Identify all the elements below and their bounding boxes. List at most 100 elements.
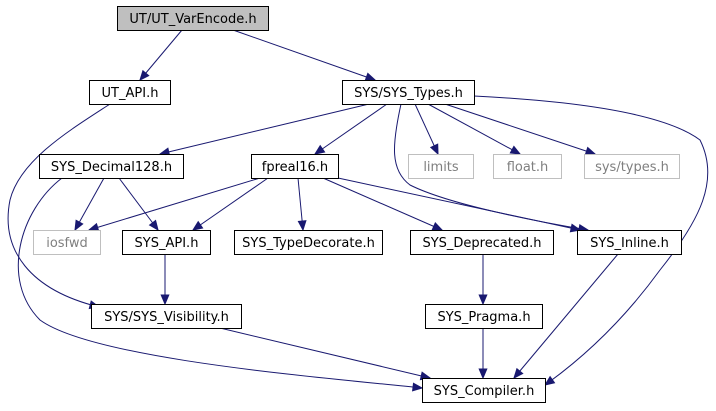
node-label: float.h [507,160,549,175]
arrowhead [431,222,444,231]
node-box [122,230,211,255]
node-iosfwd: iosfwd [33,230,101,255]
edge-fpreal16-to-sys_deprecated [322,177,444,231]
node-box [584,154,680,179]
arrowhead [509,145,522,155]
edge-sys_inline-to-sys_compiler [513,253,619,379]
node-float_h: float.h [493,154,562,179]
node-box [422,378,546,403]
edge-line [192,177,269,231]
node-sys_types_sys: sys/types.h [584,154,680,179]
arrowhead [513,367,524,379]
arrowhead [429,143,439,156]
node-ut_api[interactable]: UT_API.h [89,80,171,105]
node-sys_compiler[interactable]: SYS_Compiler.h [422,378,546,403]
arrowhead [313,144,326,155]
node-box [117,6,269,31]
nodes-layer: UT/UT_VarEncode.hUT_API.h SYS/SYS_Types.h… [33,6,682,403]
node-label: limits [423,160,459,175]
node-box [234,230,383,255]
edge-sys_types-to-float_h [427,103,522,155]
node-label: SYS_Deprecated.h [422,236,541,251]
node-label: SYS_Inline.h [590,236,669,251]
edge-sys_deprecated-to-sys_pragma [478,254,488,306]
node-sys_inline[interactable]: SYS_Inline.h [577,230,682,255]
node-box [251,154,339,179]
node-box [342,80,475,105]
edge-line [74,177,105,231]
edge-sys_types-to-sys_compiler [473,95,709,386]
edge-sys_pragma-to-sys_compiler [478,328,488,380]
edge-line [444,103,596,155]
arrowhead [148,219,159,232]
edge-line [473,95,709,386]
node-box [91,304,242,329]
edge-ut_varencode-to-sys_types [232,29,377,82]
node-box [39,154,184,179]
edge-line [88,177,261,231]
node-box [425,304,543,329]
edge-fpreal16-to-iosfwd [87,177,261,232]
node-box [410,230,554,255]
node-sys_types[interactable]: SYS/SYS_Types.h [342,80,475,105]
edge-sys_decimal128-to-iosfwd [74,177,105,232]
node-sys_typedecorate[interactable]: SYS_TypeDecorate.h [234,230,383,255]
node-label: SYS/SYS_Visibility.h [104,310,229,325]
edge-line [139,29,183,81]
node-label: sys/types.h [595,160,669,175]
edge-line [232,29,376,81]
edge-line [118,177,159,231]
arrowhead [584,146,597,156]
node-label: iosfwd [46,236,88,251]
node-box [493,154,562,179]
node-sys_decimal128[interactable]: SYS_Decimal128.h [39,154,184,179]
node-limits: limits [408,154,474,179]
edge-sys_types-to-fpreal16 [313,103,388,155]
edge-line [314,103,388,155]
edge-line [322,177,443,231]
edge-line [513,253,619,379]
arrowhead [87,222,100,232]
arrowhead [297,220,307,232]
edge-sys_decimal128-to-sys_compiler [17,177,424,392]
node-box [577,230,682,255]
node-box [89,80,171,105]
edge-line [159,103,370,155]
node-fpreal16[interactable]: fpreal16.h [251,154,339,179]
node-sys_visibility[interactable]: SYS/SYS_Visibility.h [91,304,242,329]
edge-line [219,327,431,379]
node-sys_deprecated[interactable]: SYS_Deprecated.h [410,230,554,255]
node-ut_varencode[interactable]: UT/UT_VarEncode.h [117,6,269,31]
arrowhead [412,382,424,392]
edge-sys_decimal128-to-sys_api [118,177,159,232]
node-sys_api[interactable]: SYS_API.h [122,230,211,255]
arrowhead [74,219,84,232]
arrowhead [191,220,204,231]
node-label: SYS_Compiler.h [434,384,535,399]
edge-ut_api-to-sys_visibility [7,103,111,310]
edge-sys_visibility-to-sys_compiler [219,327,432,381]
node-label: SYS/SYS_Types.h [354,86,463,101]
node-box [33,230,101,255]
edge-sys_types-to-sys_types_sys [444,103,597,156]
arrowhead [478,294,488,306]
node-label: UT_API.h [102,86,159,101]
arrowhead [543,375,556,386]
edge-sys_types-to-sys_decimal128 [158,103,370,157]
edges-layer [7,29,709,392]
node-label: UT/UT_VarEncode.h [129,12,256,27]
edge-ut_varencode-to-ut_api [139,29,183,81]
arrowhead [364,72,377,82]
edge-fpreal16-to-sys_inline [337,177,582,233]
edge-sys_types-to-limits [414,103,439,156]
node-sys_pragma[interactable]: SYS_Pragma.h [425,304,543,329]
edge-line [7,103,111,308]
node-label: SYS_Decimal128.h [51,160,172,175]
node-label: SYS_TypeDecorate.h [242,236,375,251]
arrowhead [160,294,170,306]
arrowhead [139,69,150,81]
arrowhead [569,223,582,233]
node-label: fpreal16.h [262,160,328,175]
edge-fpreal16-to-sys_api [191,177,269,231]
